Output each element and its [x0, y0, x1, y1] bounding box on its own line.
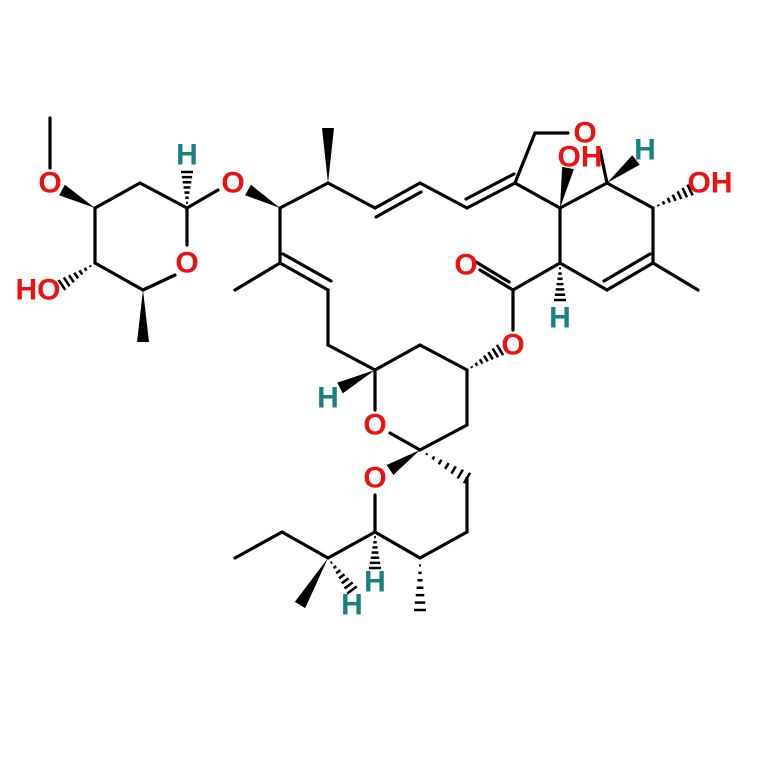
wedge-bond	[560, 166, 574, 208]
bond	[418, 423, 469, 452]
bond	[233, 530, 284, 560]
wedge-bond	[337, 370, 375, 394]
hashed-bond	[431, 455, 436, 461]
bond	[388, 431, 422, 452]
hashed-bond	[83, 267, 88, 272]
oxygen-glycosidic: O	[221, 167, 244, 200]
hashed-bond	[681, 187, 689, 198]
bond	[373, 343, 422, 372]
hashed-bond	[346, 585, 358, 595]
hashed-bond	[470, 365, 474, 369]
hydroxyl-label: OH	[688, 167, 733, 200]
hydroxyl-label: OH	[558, 141, 603, 174]
hashed-bond	[78, 269, 84, 276]
bond	[93, 181, 142, 210]
double-bond	[281, 252, 333, 283]
double-bond	[605, 261, 655, 292]
bond	[513, 181, 562, 210]
oxygen-ring: O	[175, 247, 198, 280]
hashed-bond	[62, 276, 71, 287]
wedge-bond	[294, 558, 328, 609]
hashed-bond	[57, 279, 67, 291]
hydrogen-label: H	[634, 134, 656, 167]
hashed-bond	[343, 581, 354, 590]
bond	[558, 261, 609, 292]
bond	[418, 181, 469, 210]
hydroxyl-label: HO	[16, 274, 61, 307]
bond	[280, 530, 330, 560]
bond	[418, 530, 469, 560]
bond	[418, 343, 469, 372]
hydrogen-label: H	[317, 382, 339, 415]
hashed-bond	[425, 452, 429, 456]
double-bond	[602, 252, 652, 283]
oxygen-furan: O	[573, 117, 596, 150]
bond	[513, 131, 537, 185]
double-bond	[374, 190, 423, 219]
wedge-bond	[245, 184, 280, 208]
hashed-bond	[335, 569, 342, 575]
hashed-bond	[676, 190, 683, 200]
bond	[185, 188, 220, 210]
hashed-bond	[332, 565, 337, 570]
hashed-bond	[68, 274, 75, 283]
double-bond	[373, 181, 422, 210]
hashed-bond	[338, 573, 346, 580]
hashed-bond	[666, 197, 672, 204]
hydrogen-label: H	[176, 139, 198, 172]
wedge-bond	[322, 128, 334, 183]
bond	[138, 181, 189, 210]
oxygen-ring: O	[363, 409, 386, 442]
hashed-bond	[487, 351, 494, 361]
bond	[605, 181, 655, 210]
hashed-bond	[671, 194, 677, 202]
double-bond	[278, 261, 330, 292]
double-bond	[474, 260, 511, 284]
hashed-bond	[474, 362, 479, 367]
hydrogen-label: H	[549, 302, 571, 335]
bond	[558, 181, 609, 210]
wedge-bond	[607, 155, 640, 183]
hashed-bond	[656, 204, 660, 207]
bond	[93, 261, 145, 292]
bond	[326, 181, 377, 210]
wedge-bond	[59, 184, 95, 208]
hashed-bond	[437, 459, 443, 465]
hashed-bond	[456, 468, 464, 480]
hashed-bond	[483, 354, 489, 363]
oxygen-ester: O	[501, 329, 524, 362]
bond	[326, 530, 377, 560]
wedge-bond	[137, 290, 149, 342]
oxygen-ring: O	[363, 462, 386, 495]
bond	[651, 261, 700, 292]
double-bond	[464, 172, 516, 201]
bond	[373, 530, 422, 560]
hashed-bond	[491, 347, 500, 358]
hashed-bond	[478, 358, 484, 365]
hashed-bond	[88, 264, 92, 268]
hashed-bond	[462, 472, 472, 484]
bond	[278, 181, 330, 210]
hydrogen-label: H	[341, 589, 363, 622]
wedge-bond	[386, 450, 420, 475]
hydrogen-label: H	[364, 566, 386, 599]
hashed-bond	[340, 577, 350, 585]
hashed-bond	[444, 462, 450, 470]
oxygen-carbonyl: O	[454, 249, 477, 282]
hashed-bond	[686, 184, 694, 196]
bond	[511, 261, 562, 292]
hashed-bond	[495, 344, 505, 356]
hashed-bond	[73, 272, 80, 280]
double-bond	[478, 268, 515, 292]
double-bond	[465, 181, 517, 210]
bond	[233, 261, 282, 292]
bond	[141, 273, 177, 292]
bond	[598, 148, 609, 185]
oxygen-methoxy: O	[38, 167, 61, 200]
hashed-bond	[661, 200, 666, 205]
hashed-bond	[450, 465, 457, 475]
bond	[326, 343, 377, 372]
hashed-bond	[329, 561, 333, 565]
